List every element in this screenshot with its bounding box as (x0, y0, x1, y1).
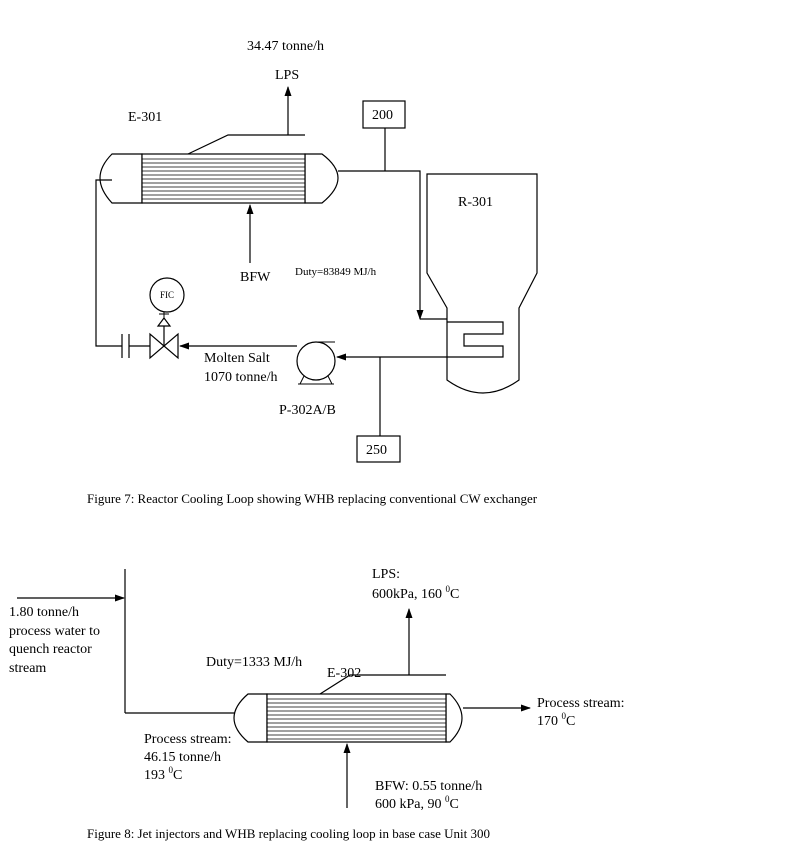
water-desc-line-4: stream (9, 661, 46, 676)
fic-controller (149, 277, 185, 313)
r301-reactor (426, 173, 538, 394)
bfw-conditions: 600 kPa, 90 0C (375, 794, 459, 812)
e302-exchanger (233, 693, 463, 743)
lps-label: LPS: (372, 567, 400, 582)
water-desc-line-2: process water to (9, 624, 100, 639)
duty-label: Duty=1333 MJ/h (206, 655, 302, 670)
box-250-label: 250 (366, 443, 387, 458)
r301-label: R-301 (458, 195, 493, 210)
salt-flow-label: 1070 tonne/h (204, 370, 278, 385)
fic-label: FIC (160, 290, 174, 300)
duty-label: Duty=83849 MJ/h (295, 266, 377, 278)
lps-label: LPS (275, 68, 299, 83)
e301-dome (187, 134, 305, 155)
water-flow-label: 1.80 tonne/h (9, 605, 79, 620)
figure-8-caption: Figure 8: Jet injectors and WHB replacin… (87, 826, 490, 841)
e302-label: E-302 (327, 666, 361, 681)
bfw-label: BFW (240, 270, 271, 285)
figure-7-caption: Figure 7: Reactor Cooling Loop showing W… (87, 491, 538, 506)
e301-label: E-301 (128, 110, 162, 125)
salt-return-to-e301 (95, 179, 122, 347)
pump-label: P-302A/B (279, 403, 336, 418)
inlet-flow: 46.15 tonne/h (144, 750, 221, 765)
bfw-flow: BFW: 0.55 tonne/h (375, 779, 482, 794)
p302-pump (296, 341, 336, 385)
box-250 (356, 435, 401, 463)
inlet-label: Process stream: (144, 732, 231, 747)
flow-control-valve (149, 317, 179, 360)
water-desc-line-3: quench reactor (9, 642, 92, 657)
reactor-cooling-coil (447, 321, 504, 358)
box-200-label: 200 (372, 108, 393, 123)
e302-dome (319, 674, 446, 695)
e301-exchanger (99, 153, 339, 204)
outlet-temp: 170 0C (537, 711, 575, 729)
outlet-label: Process stream: (537, 696, 624, 711)
inlet-temp: 193 0C (144, 765, 182, 783)
figure-7: 34.47 tonne/h LPS E-301 (87, 39, 538, 506)
box-200 (362, 100, 406, 129)
molten-salt-label: Molten Salt (204, 351, 270, 366)
salt-to-reactor-line (338, 170, 424, 320)
lps-conditions: 600kPa, 160 0C (372, 584, 459, 602)
lps-flow-label: 34.47 tonne/h (247, 39, 324, 54)
figure-8: 1.80 tonne/h process water to quench rea… (9, 567, 624, 841)
